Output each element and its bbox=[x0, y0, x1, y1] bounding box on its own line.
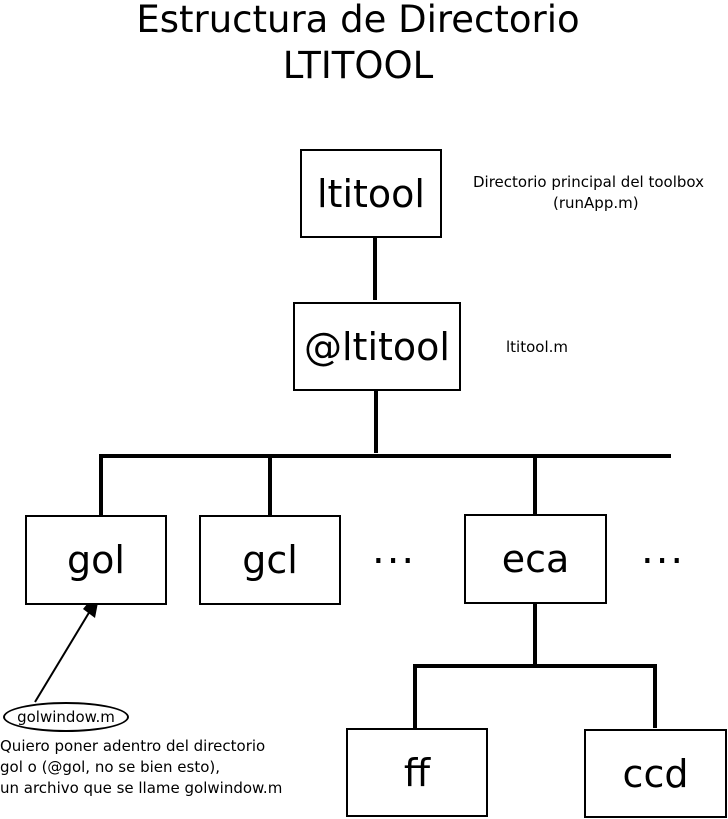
comment-line-1: Quiero poner adentro del directorio bbox=[0, 737, 266, 755]
note-ltitool-line-1: Directorio principal del toolbox bbox=[473, 173, 704, 191]
diagram-title-line-2: LTITOOL bbox=[282, 44, 434, 87]
note-at-ltitool: ltitool.m bbox=[506, 338, 568, 356]
node-at-ltitool: @ltitool bbox=[293, 302, 461, 391]
ellipsis-after-eca: ... bbox=[641, 527, 686, 573]
node-eca: eca bbox=[464, 514, 607, 604]
node-ff: ff bbox=[346, 728, 488, 817]
node-gcl: gcl bbox=[199, 515, 341, 605]
note-ltitool-line-2: (runApp.m) bbox=[553, 194, 639, 212]
diagram-title-line-1: Estructura de Directorio bbox=[136, 0, 580, 41]
node-ccd: ccd bbox=[584, 729, 727, 818]
node-ltitool: ltitool bbox=[300, 149, 442, 238]
node-gol: gol bbox=[25, 515, 167, 605]
golwindow-file-label: golwindow.m bbox=[17, 708, 115, 726]
comment-line-3: un archivo que se llame golwindow.m bbox=[0, 779, 283, 797]
comment-line-2: gol o (@gol, no se bien esto), bbox=[0, 758, 221, 776]
golwindow-file-ellipse: golwindow.m bbox=[3, 702, 129, 732]
ellipsis-after-gcl: ... bbox=[372, 527, 417, 573]
